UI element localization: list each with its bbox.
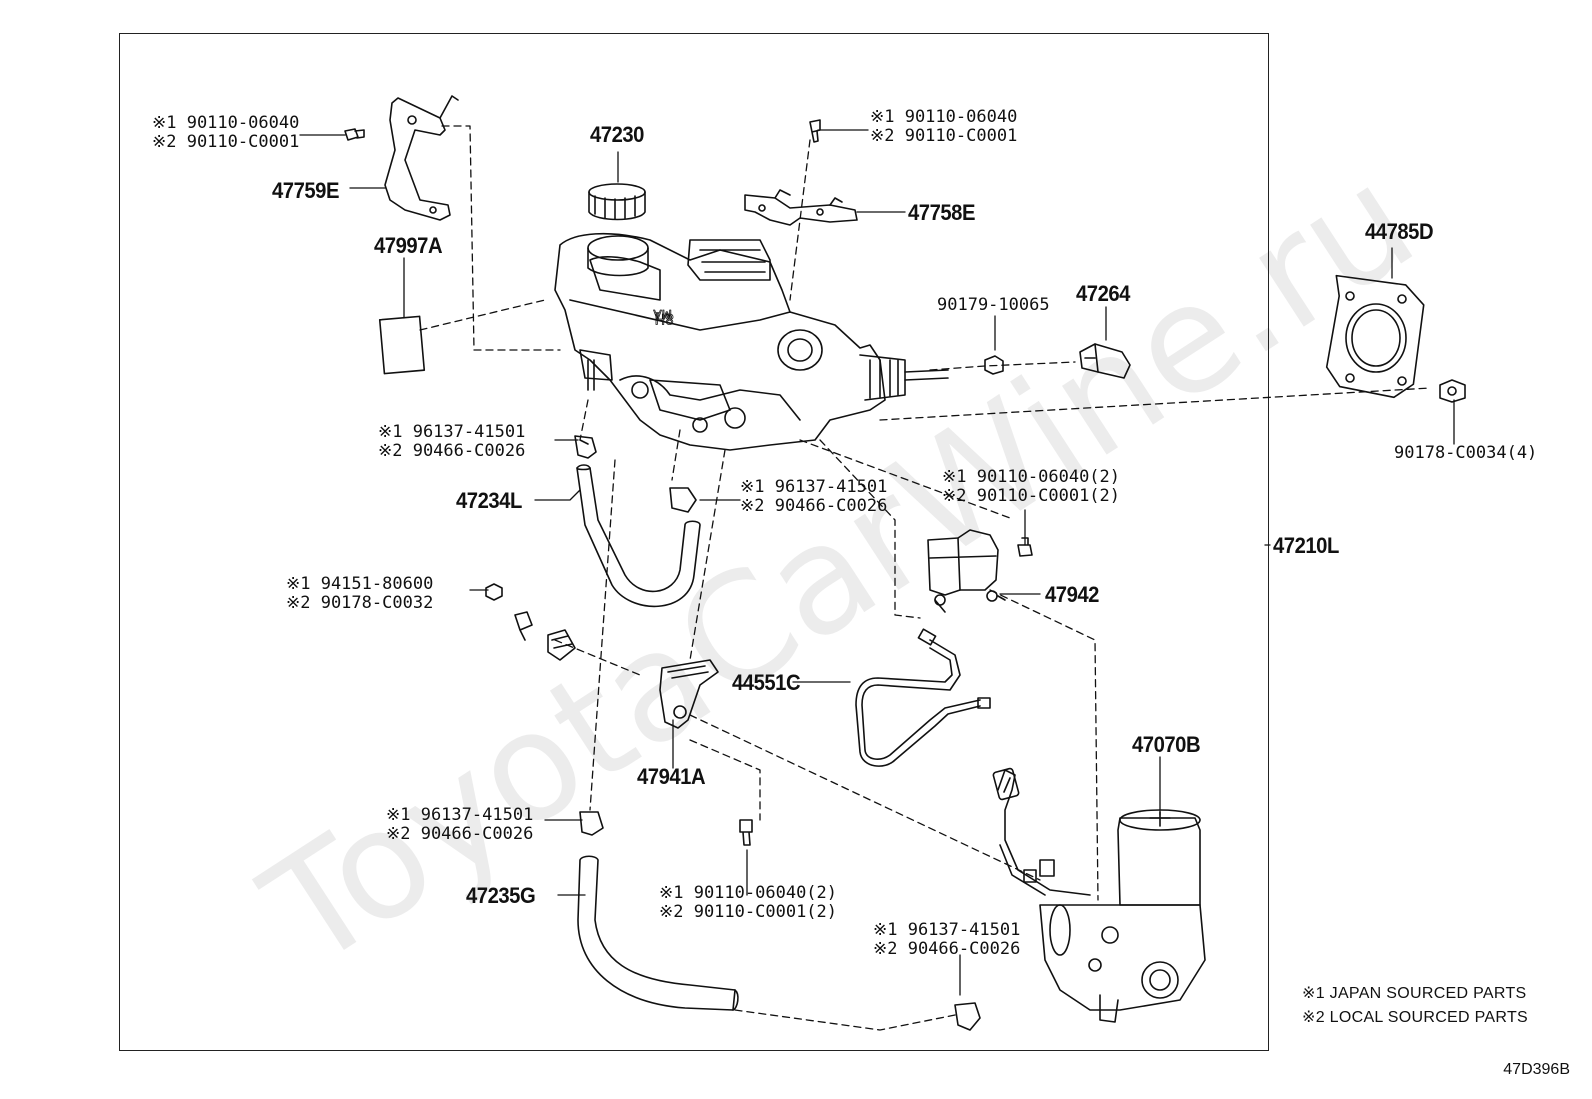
part-47264-shape (1079, 343, 1131, 379)
svg-text:MA: MA (653, 307, 672, 321)
label-bolt-right: ※1 90110-06040(2) ※2 90110-C0001(2) (942, 468, 1120, 506)
label-44551C: 44551C (732, 670, 801, 695)
part-number-line: ※1 94151-80600 (286, 574, 434, 594)
part-number-line: ※1 90110-06040 (870, 107, 1018, 127)
part-number-line: ※1 96137-41501 (378, 422, 526, 442)
part-number-line: ※2 90110-C0001(2) (942, 486, 1121, 506)
bracket-47941A-shape (659, 659, 719, 729)
svg-text:8H: 8H (655, 310, 674, 326)
label-47230: 47230 (590, 122, 644, 147)
label-clip-pump: ※1 96137-41501 ※2 90466-C0026 (873, 921, 1020, 959)
label-47758E: 47758E (908, 200, 976, 225)
label-47210L: 47210L (1273, 533, 1339, 558)
bracket-47758E-shape (744, 189, 858, 226)
part-number-line: ※2 90110-C0001(2) (659, 902, 838, 922)
bolt-right-shape (1017, 537, 1033, 557)
part-number-line: ※2 90466-C0026 (378, 441, 526, 461)
label-nut-94151: ※1 94151-80600 ※2 90178-C0032 (286, 575, 433, 613)
label-47759E: 47759E (272, 178, 340, 203)
part-number-line: ※1 90110-06040(2) (659, 883, 838, 903)
nut-94151-shape (485, 583, 576, 661)
bolt-top-shape (809, 119, 821, 143)
part-number-line: ※1 96137-41501 (740, 477, 888, 497)
clip-upper-left-shape (574, 435, 597, 459)
pump-47070B-shape (1039, 809, 1206, 1023)
leader-lines (299, 129, 1455, 996)
bolt-lower-shape (739, 819, 753, 846)
part-number-line: ※1 90110-06040 (152, 113, 300, 133)
bolt-left-shape (344, 128, 365, 141)
label-47941A: 47941A (637, 764, 706, 789)
label-bolt-top: ※1 90110-06040 ※2 90110-C0001 (870, 108, 1017, 146)
bracket-47942-shape (927, 529, 1006, 613)
reference-lines (419, 125, 1431, 1031)
part-number-line: ※2 90466-C0026 (873, 939, 1021, 959)
part-number-line: ※2 90178-C0032 (286, 593, 434, 613)
nut-right-shape (1439, 379, 1466, 403)
label-plate-shape (378, 315, 426, 375)
label-clip-mid: ※1 96137-41501 ※2 90466-C0026 (740, 478, 887, 516)
label-44785D: 44785D (1365, 219, 1434, 244)
label-clip-lower: ※1 96137-41501 ※2 90466-C0026 (386, 806, 533, 844)
label-47264: 47264 (1076, 281, 1130, 306)
diagram-frame (119, 33, 1269, 1051)
gasket-44785D-shape (1325, 274, 1425, 399)
clip-lower-shape (579, 811, 604, 836)
label-clip-left: ※1 96137-41501 ※2 90466-C0026 (378, 423, 525, 461)
part-number-line: ※2 90466-C0026 (740, 496, 888, 516)
tube-44551C-shape (855, 628, 991, 767)
label-47070B: 47070B (1132, 732, 1201, 757)
label-90178-c0034: 90178-C0034(4) (1394, 443, 1538, 463)
part-number-line: ※1 96137-41501 (386, 805, 534, 825)
bracket-47759E-shape (384, 95, 459, 221)
label-47997A: 47997A (374, 233, 443, 258)
label-bolt-lower: ※1 90110-06040(2) ※2 90110-C0001(2) (659, 884, 837, 922)
label-90179-10065: 90179-10065 (937, 295, 1050, 315)
part-number-line: ※2 90466-C0026 (386, 824, 534, 844)
diagram-code: 47D396B (1503, 1061, 1570, 1078)
note-local-sourced: ※2 LOCAL SOURCED PARTS (1302, 1009, 1528, 1026)
label-bolt-bracket-e: ※1 90110-06040 ※2 90110-C0001 (152, 114, 299, 152)
part-number-line: ※2 90110-C0001 (152, 132, 300, 152)
label-47942: 47942 (1045, 582, 1099, 607)
master-cylinder-assembly: MA 8H (554, 232, 949, 451)
part-number-line: ※1 96137-41501 (873, 920, 1021, 940)
hose-47234L-shape (576, 464, 701, 608)
harness-shape (992, 767, 1091, 896)
part-number-line: ※1 90110-06040(2) (942, 467, 1121, 487)
nut-90179-shape (984, 355, 1004, 375)
clip-mid-shape (669, 487, 697, 513)
hose-47235G-shape (577, 855, 739, 1011)
label-47235G: 47235G (466, 883, 536, 908)
clip-pump-shape (954, 1002, 981, 1031)
note-japan-sourced: ※1 JAPAN SOURCED PARTS (1302, 985, 1527, 1002)
reservoir-cap (588, 183, 646, 221)
label-47234L: 47234L (456, 488, 522, 513)
part-number-line: ※2 90110-C0001 (870, 126, 1018, 146)
